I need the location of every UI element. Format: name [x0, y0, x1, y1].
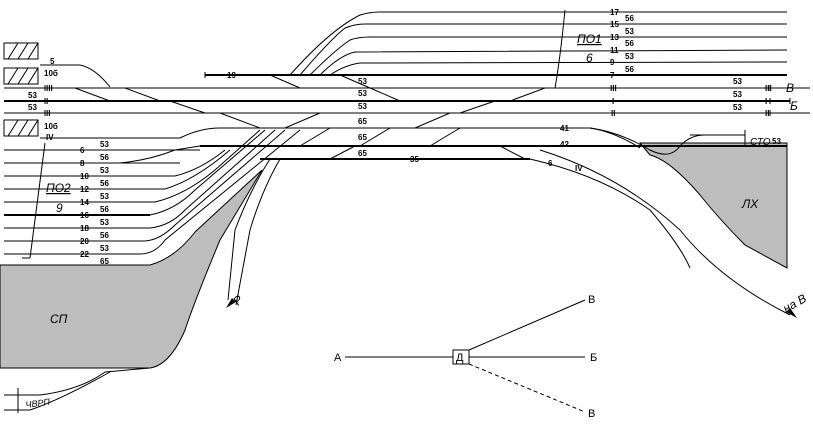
- value-label: 53: [733, 77, 742, 86]
- direction-arrows: [226, 298, 797, 318]
- track-label-I-mid: I: [612, 97, 614, 106]
- track-label-10: 10: [80, 172, 89, 181]
- po2-sub: 9: [56, 201, 63, 215]
- value-label: 56: [100, 153, 109, 162]
- track-label-5: 5: [50, 57, 55, 66]
- chvrp-siding: [4, 367, 151, 413]
- track-label-6: 6: [80, 146, 85, 155]
- crossovers: [74, 9, 566, 160]
- track-label-14: 14: [80, 198, 89, 207]
- schematic-v-bottom: В: [588, 408, 595, 420]
- track-label-22: 22: [80, 250, 89, 259]
- sp-label: СП: [50, 312, 68, 326]
- direction-b: Б: [790, 99, 798, 113]
- exit-to-r: [227, 158, 281, 306]
- middle-labels: 19 53 53 53 65 65 65 35 41 42 6 IV 53 53…: [227, 71, 798, 173]
- po2-label: ПО2: [46, 181, 71, 195]
- track-label-III: III: [46, 84, 53, 93]
- track-label-II: II: [46, 109, 50, 118]
- track-label-12: 12: [80, 185, 89, 194]
- track-label-13: 13: [610, 33, 619, 42]
- track-label-II-mid: II: [611, 109, 615, 118]
- track-label-15: 15: [610, 20, 619, 29]
- sp-area: [0, 169, 263, 369]
- value-label: 65: [358, 117, 367, 126]
- value-label: 53: [358, 77, 367, 86]
- building-icon: [3, 67, 39, 85]
- value-label: 65: [358, 149, 367, 158]
- track-label-II-right: II: [765, 109, 769, 118]
- track-label-19: 19: [227, 71, 236, 80]
- direction-v: В: [786, 81, 794, 95]
- value-label: 56: [100, 205, 109, 214]
- schematic-d: Д: [456, 352, 464, 364]
- track-label-17: 17: [610, 8, 619, 17]
- schematic-b: Б: [590, 352, 597, 364]
- value-label: 53: [100, 166, 109, 175]
- track-label-IV-right: IV: [575, 164, 583, 173]
- track-label-IV: IV: [46, 133, 54, 142]
- value-label: 56: [100, 179, 109, 188]
- building-icon: [3, 119, 39, 137]
- track-label-6-right: 6: [548, 159, 553, 168]
- track-label-10b-bottom: 10б: [44, 122, 58, 131]
- track-label-I: I: [46, 97, 48, 106]
- track-label-35: 35: [410, 155, 419, 164]
- value-label: 53: [358, 102, 367, 111]
- value-label: 56: [625, 39, 634, 48]
- value-label: 53: [100, 192, 109, 201]
- track-label-41: 41: [560, 124, 569, 133]
- value-label: 53: [625, 27, 634, 36]
- value-label: 53: [100, 140, 109, 149]
- schematic-v-top: В: [588, 294, 595, 306]
- direction-v-label: на В: [781, 291, 809, 315]
- track-label-42: 42: [560, 140, 569, 149]
- value-label: 53: [28, 103, 37, 112]
- top-track-labels: 17 15 13 11 9 7 56 53 56 53 56: [610, 8, 634, 80]
- schematic: Д А Б В В: [334, 294, 597, 420]
- track-label-16: 16: [80, 211, 89, 220]
- value-label: 56: [625, 65, 634, 74]
- value-label: 65: [358, 133, 367, 142]
- lh-label: ЛХ: [741, 197, 759, 211]
- sto-label: СТО: [750, 137, 771, 148]
- left-value-labels: 53 53 53 56 53 56 53 56 53 56 53 65: [28, 91, 109, 266]
- track-label-8: 8: [80, 159, 85, 168]
- value-label: 53: [358, 89, 367, 98]
- value-label: 53: [100, 244, 109, 253]
- station-d-box: [452, 349, 470, 365]
- track-label-III-mid: III: [610, 84, 617, 93]
- value-label: 53: [100, 218, 109, 227]
- left-track-labels: 5 10б III I II 10б IV 6 8 10 12 14 16 18…: [44, 57, 89, 259]
- chvrp-label: ЧВРП: [25, 397, 51, 410]
- left-fan-curves: [119, 129, 301, 255]
- po1-label: ПО1: [577, 32, 602, 46]
- building-icon: [3, 42, 39, 60]
- track-label-20: 20: [80, 237, 89, 246]
- signal-ticks: [44, 72, 791, 116]
- track-label-11: 11: [610, 46, 619, 55]
- top-fan: [205, 11, 788, 76]
- track-label-10b-top: 10б: [44, 69, 58, 78]
- track-label-9: 9: [610, 58, 615, 67]
- value-label: 56: [625, 14, 634, 23]
- sto-value: 53: [772, 137, 781, 146]
- value-label: 56: [100, 231, 109, 240]
- value-label: 65: [100, 257, 109, 266]
- signal-bracket: [22, 142, 46, 259]
- value-label: 53: [733, 103, 742, 112]
- main-tracks: [4, 64, 810, 255]
- schematic-a: А: [334, 352, 342, 364]
- value-label: 53: [733, 90, 742, 99]
- value-label: 53: [28, 91, 37, 100]
- track-label-I-right: I: [765, 97, 767, 106]
- track-label-18: 18: [80, 224, 89, 233]
- lh-area: [638, 142, 788, 269]
- track-label-III-right: III: [765, 84, 772, 93]
- po1-sub: 6: [586, 51, 593, 65]
- value-label: 53: [625, 52, 634, 61]
- right-curves: [529, 127, 791, 316]
- track-label-7: 7: [610, 71, 615, 80]
